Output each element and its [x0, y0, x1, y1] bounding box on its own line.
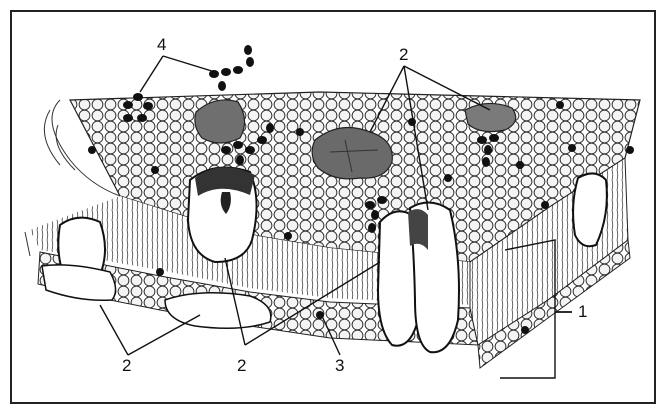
peripheral-protein-right — [465, 103, 516, 131]
label-1: 1 — [578, 303, 587, 320]
label-4: 4 — [157, 36, 166, 53]
label-3: 3 — [335, 357, 344, 374]
protein-left-bottom — [42, 265, 116, 300]
peripheral-protein-bottom — [165, 293, 271, 328]
peripheral-protein-top — [195, 100, 245, 143]
label-2-bottom-left: 2 — [122, 357, 131, 374]
label-2-top: 2 — [399, 46, 408, 63]
label-2-bottom-mid: 2 — [237, 357, 246, 374]
